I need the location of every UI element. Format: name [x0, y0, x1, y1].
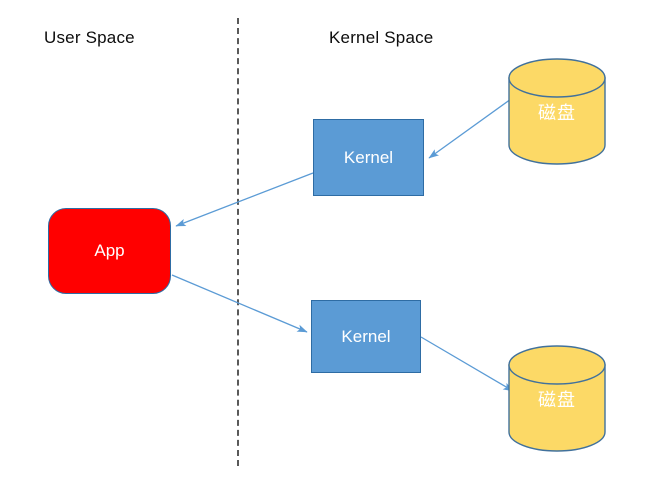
node-app-label: App [94, 241, 125, 260]
node-kernel-top[interactable]: Kernel [313, 119, 424, 196]
arrow-app-to-kernel-bottom [171, 274, 308, 333]
node-disk-top[interactable]: 磁盘 [508, 58, 606, 165]
cylinder-shape-icon [508, 345, 606, 452]
arrow-disk-top-to-kernel-top [428, 98, 512, 159]
cylinder-shape-icon [508, 58, 606, 165]
node-kernel-top-label: Kernel [343, 147, 394, 167]
node-app[interactable]: App [48, 208, 171, 294]
node-disk-bottom[interactable]: 磁盘 [508, 345, 606, 452]
space-divider-dashed-line [237, 18, 239, 466]
arrow-kernel-bottom-to-disk-bottom [420, 336, 514, 392]
arrow-kernel-top-to-app [175, 172, 314, 227]
zone-label-kernel-space: Kernel Space [329, 28, 434, 47]
zone-label-user-space: User Space [44, 28, 135, 47]
node-kernel-bottom-label: Kernel [341, 326, 391, 346]
node-kernel-bottom[interactable]: Kernel [311, 300, 421, 373]
